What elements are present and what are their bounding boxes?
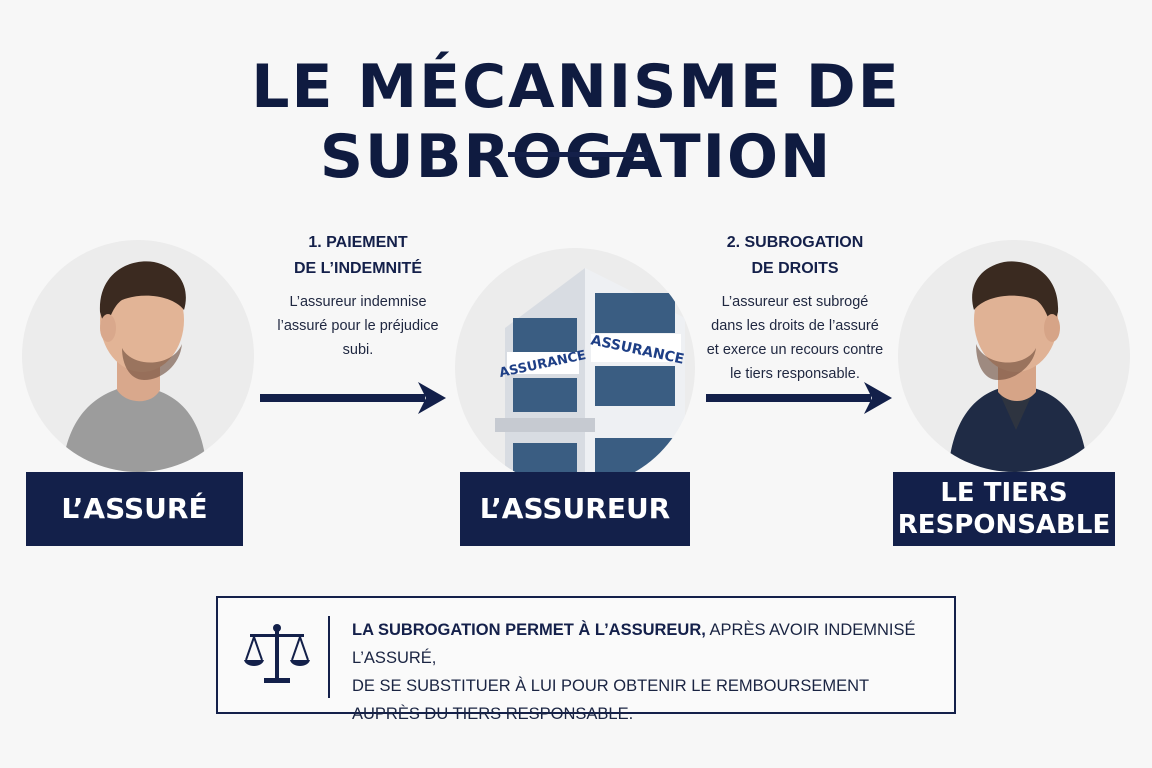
- step-1: 1. PAIEMENT DE L’INDEMNITÉ L’assureur in…: [258, 230, 458, 362]
- scales-of-justice-icon: [244, 624, 310, 683]
- insured-portrait: [22, 240, 254, 472]
- third-party-portrait: [898, 240, 1130, 472]
- arrow-right-icon: [260, 382, 446, 414]
- step-1-description: L’assureur indemnise l’assuré pour le pr…: [277, 294, 439, 358]
- page-title: LE MÉCANISME DE SUBROGATION: [251, 52, 901, 192]
- step-2: 2. SUBROGATION DE DROITS L’assureur est …: [700, 230, 890, 386]
- building-icon: ASSURANCE ASSURANCE: [495, 268, 686, 488]
- insurer-label: L’ASSUREUR: [460, 472, 690, 546]
- step-2-title: 2. SUBROGATION DE DROITS: [726, 234, 864, 277]
- title-underline: [508, 152, 648, 157]
- insured-person-icon: [62, 261, 207, 472]
- summary-text: LA SUBROGATION PERMET À L’ASSUREUR, APRÈ…: [352, 621, 916, 723]
- summary-box: LA SUBROGATION PERMET À L’ASSUREUR, APRÈ…: [216, 596, 956, 723]
- third-party-label: LE TIERS RESPONSABLE: [893, 472, 1115, 546]
- step-1-title: 1. PAIEMENT DE L’INDEMNITÉ: [293, 234, 422, 277]
- step-2-description: L’assureur est subrogé dans les droits d…: [706, 294, 884, 382]
- arrow-right-icon: [706, 382, 892, 414]
- summary-divider: [328, 616, 330, 698]
- insured-label: L’ASSURÉ: [26, 472, 243, 546]
- third-party-person-icon: [948, 261, 1088, 472]
- insurer-building: ASSURANCE ASSURANCE: [455, 248, 695, 488]
